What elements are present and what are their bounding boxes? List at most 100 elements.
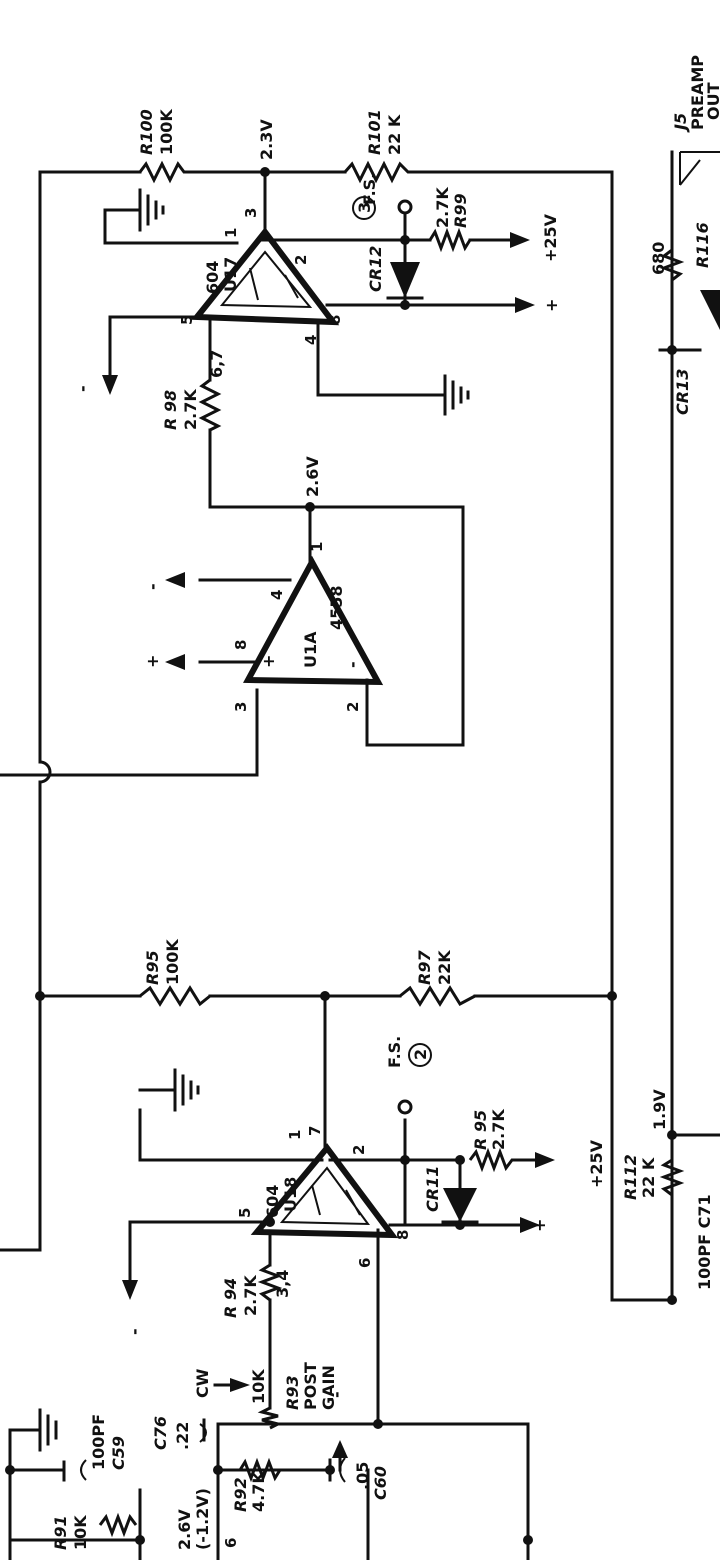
resistor-r116	[659, 248, 685, 282]
label-r93-name: POST	[301, 1362, 320, 1410]
pin-numbers: 3 1 2 5 8 4 1 4 8 3 2 1 7 2 5 8 6 6	[178, 208, 412, 1548]
resistor-r92	[238, 1457, 282, 1483]
resistor-r99	[428, 227, 472, 253]
svg-text:3: 3	[242, 208, 260, 218]
svg-text:1: 1	[222, 228, 240, 238]
label-r100-val: 100K	[157, 109, 176, 155]
label-fs3: F.S.	[360, 173, 379, 205]
arrow-icon	[122, 1280, 138, 1300]
label-u18-ref: U18	[281, 1177, 300, 1212]
test-point-fs2	[397, 1099, 413, 1115]
label-v19: 1.9V	[650, 1089, 669, 1130]
label-plus: +	[530, 1219, 549, 1232]
potentiometer-r93	[257, 1406, 283, 1430]
resistor-r94	[257, 1263, 283, 1302]
label-vneg: (-1.2V)	[193, 1488, 212, 1550]
label-plus: +	[143, 655, 162, 668]
arrow-icon	[230, 1378, 250, 1392]
arrow-icon	[102, 375, 118, 395]
label-r91-ref: R91	[51, 1515, 70, 1550]
label-r99-val: 2.7K	[433, 187, 452, 228]
label-r112-ref: R112	[621, 1154, 640, 1200]
svg-text:2: 2	[350, 1145, 368, 1155]
arrow-icon	[165, 572, 185, 588]
resistor-r91	[98, 1512, 138, 1538]
arrow-icon	[332, 1440, 348, 1458]
diode-cr12	[386, 262, 424, 300]
label-j5-name2: OUT	[704, 82, 720, 120]
opamp-u17-inner	[219, 250, 313, 309]
label-r92-ref: R92	[231, 1477, 250, 1512]
junction-dots	[5, 167, 677, 1545]
label-fs3-num: 3	[355, 202, 374, 213]
resistor-r98	[198, 378, 222, 432]
svg-text:1: 1	[308, 542, 326, 552]
diode-cr13	[658, 290, 720, 352]
resistor-r112	[659, 1158, 685, 1197]
arrow-icon	[515, 297, 535, 313]
arrows	[102, 232, 555, 1472]
svg-text:6: 6	[222, 1538, 240, 1548]
capacitor-c76	[199, 1418, 207, 1443]
opamp-u17	[190, 227, 340, 326]
ground-icon	[443, 374, 470, 416]
test-point-fs3	[397, 199, 413, 215]
label-u1a-plus: +	[259, 655, 278, 668]
label-minus: -	[73, 385, 92, 392]
label-u17-ref: U17	[221, 257, 240, 292]
label-r97-val: 22K	[435, 950, 454, 985]
svg-text:5: 5	[178, 315, 196, 325]
label-r101-val: 22 K	[385, 114, 404, 155]
label-r101-ref: R101	[365, 109, 384, 155]
diode-cr11	[441, 1188, 479, 1224]
capacitor-c59	[38, 1459, 87, 1482]
ground-icon	[138, 1068, 200, 1112]
svg-text:8: 8	[232, 640, 250, 650]
label-cr12: CR12	[366, 246, 385, 292]
label-v26b: 2.6V	[175, 1509, 194, 1550]
label-r95-ref: R 95	[471, 1110, 490, 1150]
opamp-u18	[250, 1143, 399, 1239]
label-r112-val: 22 K	[639, 1157, 658, 1198]
opamp-u18-inner	[279, 1166, 371, 1226]
label-r116-val: 680	[649, 242, 668, 275]
label-cr11: CR11	[423, 1166, 442, 1212]
svg-text:7: 7	[306, 1126, 324, 1136]
svg-text:3: 3	[232, 702, 250, 712]
label-r98-val: 2.7K	[181, 389, 200, 430]
label-cr13: CR13	[673, 369, 692, 415]
label-c60-ref: C60	[371, 1466, 390, 1500]
label-c60-val: .05	[353, 1462, 372, 1490]
svg-text:4: 4	[268, 590, 286, 600]
label-voltage: 2.6V	[303, 456, 322, 497]
label-u1a-ref: U1A	[301, 631, 320, 668]
arrow-icon	[510, 232, 530, 248]
label-j5-ref: J5	[671, 113, 690, 133]
label-plus25v: +25V	[541, 213, 560, 262]
label-c76-ref: C76	[151, 1416, 170, 1450]
label-r93-val: 10K	[249, 1369, 268, 1404]
label-r99-ref: R99	[451, 193, 470, 228]
label-minus: -	[125, 1328, 144, 1335]
label-c71: 100PF C71	[695, 1194, 714, 1290]
label-r94-ref: R 94	[221, 1278, 240, 1318]
arrow-icon	[520, 1217, 540, 1233]
label-r94-val: 2.7K	[241, 1275, 260, 1316]
arrow-icon	[165, 654, 185, 670]
label-pins-67: 6,7	[207, 350, 226, 378]
label-plus25v: +25V	[587, 1139, 606, 1188]
svg-text:8: 8	[394, 1230, 412, 1240]
svg-text:2: 2	[344, 702, 362, 712]
label-fs2-num: 2	[411, 1049, 430, 1060]
svg-text:8: 8	[326, 315, 344, 325]
label-r92-val: 4.7K	[249, 1471, 268, 1512]
label-r96-ref: R95	[143, 950, 162, 985]
resistor-r95	[468, 1147, 540, 1173]
label-r116-ref: R116	[693, 222, 712, 268]
ground-icon	[103, 188, 165, 232]
label-c76-val: .22	[173, 1422, 192, 1450]
label-r91-val: 10K	[71, 1515, 90, 1550]
svg-text:4: 4	[302, 335, 320, 345]
resistors	[98, 160, 685, 1538]
svg-text:2: 2	[292, 255, 310, 265]
